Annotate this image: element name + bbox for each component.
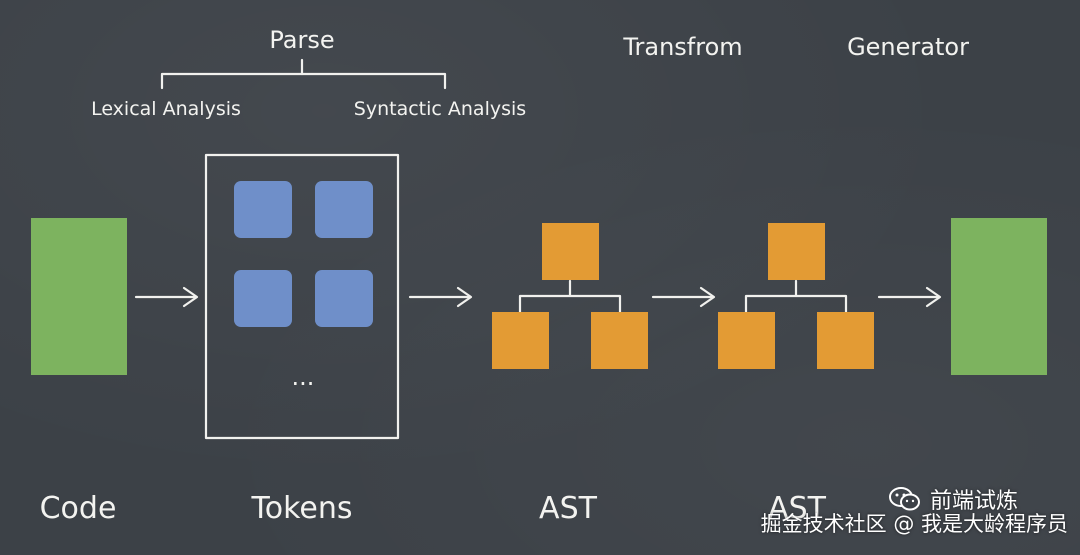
token-block xyxy=(234,181,292,238)
tokens-ellipsis: ... xyxy=(292,363,315,391)
output-code-block xyxy=(951,218,1047,375)
generator-label: Generator xyxy=(847,33,969,61)
account-name: 前端试炼 xyxy=(929,489,1018,514)
ast-node xyxy=(591,312,648,369)
parse-label: Parse xyxy=(269,26,334,54)
ast-tree-2 xyxy=(718,223,874,369)
token-block xyxy=(315,270,373,327)
arrow-ast-transform xyxy=(651,286,716,308)
ast-node xyxy=(817,312,874,369)
ast-node xyxy=(768,223,825,280)
code-block xyxy=(31,218,127,375)
tokens-label: Tokens xyxy=(251,491,353,526)
code-label: Code xyxy=(40,491,117,526)
lexical-analysis-label: Lexical Analysis xyxy=(91,98,241,120)
ast-node xyxy=(718,312,775,369)
credit-text: 掘金技术社区 @ 我是大龄程序员 xyxy=(760,512,1068,536)
token-block xyxy=(315,181,373,238)
tokens-frame xyxy=(204,153,400,440)
arrow-ast-to-code xyxy=(877,286,942,308)
arrow-tokens-to-ast xyxy=(408,286,473,308)
arrow-code-to-tokens xyxy=(134,286,199,308)
parse-bracket xyxy=(160,72,447,90)
ast-tree-1 xyxy=(492,223,648,369)
ast-label: AST xyxy=(768,491,827,526)
transform-label: Transfrom xyxy=(622,33,742,61)
ast-label: AST xyxy=(539,491,598,526)
wechat-icon xyxy=(888,485,922,513)
ast-node xyxy=(492,312,549,369)
ast-node xyxy=(542,223,599,280)
syntactic-analysis-label: Syntactic Analysis xyxy=(354,98,526,120)
watermark-account: 前端试炼 xyxy=(888,483,1018,515)
watermark-credit: 掘金技术社区 @ 我是大龄程序员 xyxy=(761,505,1068,541)
token-block xyxy=(234,270,292,327)
